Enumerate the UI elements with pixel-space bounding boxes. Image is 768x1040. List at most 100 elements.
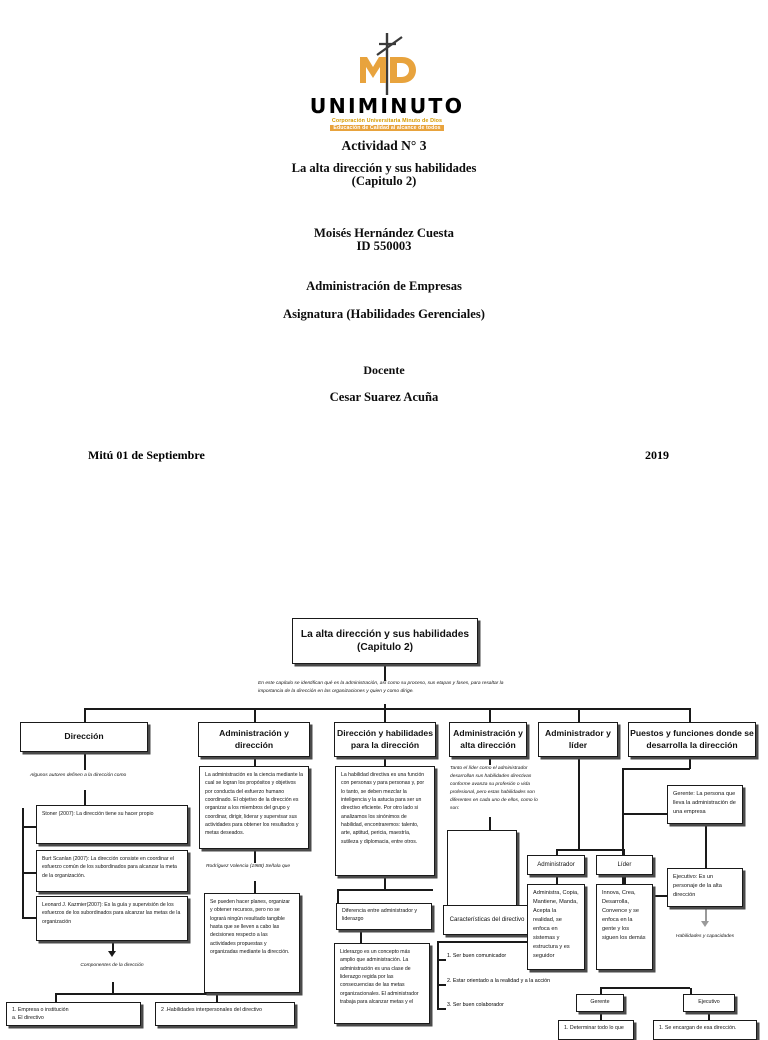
connector: [708, 1012, 710, 1021]
col5-lider-text: Innova, Crea, Desarrolla, Convence y se …: [596, 884, 653, 970]
student-id: ID 550003: [356, 239, 412, 253]
year: 2019: [645, 448, 669, 462]
connector: [384, 876, 386, 890]
connector: [624, 875, 626, 885]
connector: [622, 813, 668, 815]
program-name: Administración de Empresas: [306, 279, 462, 293]
connector-bus: [84, 708, 689, 710]
connector-bus: [600, 987, 690, 989]
col1-item-1: Stoner (2007): La dirección tiene su hac…: [36, 805, 188, 844]
uniminuto-monogram-icon: [332, 33, 442, 95]
connector: [337, 889, 433, 891]
logo-wordmark: UNIMINUTO: [309, 94, 465, 118]
col4-list-item-3: 3. Ser buen colaborador: [447, 1002, 504, 1008]
teacher-label: Docente: [363, 363, 405, 377]
concept-map: La alta dirección y sus habilidades (Cap…: [0, 600, 768, 1040]
col5-gerente-label: Gerente: [576, 994, 624, 1012]
connector: [705, 907, 707, 923]
col3-statement: Liderazgo es un concepto más amplio que …: [334, 943, 430, 1024]
connector: [489, 817, 491, 831]
root-node-line-1: La alta dirección y sus habilidades: [300, 628, 470, 640]
connector: [22, 917, 36, 919]
col5-ejecutivo-label: Ejecutivo: [683, 994, 735, 1012]
connector: [384, 757, 386, 767]
connector: [600, 987, 602, 995]
course-name: Asignatura (Habilidades Gerenciales): [283, 307, 485, 321]
col4-list-item-1: 1. Ser buen comunicador: [447, 953, 507, 959]
connector: [254, 757, 256, 767]
col1-note: Algunos autores definen a la dirección c…: [30, 773, 127, 778]
branch-node-direccion: Dirección: [20, 722, 148, 752]
connector: [578, 757, 580, 850]
logo-tagline-1: Corporación Universitaria Minuto de Dios: [331, 118, 443, 124]
arrow-down-icon: [701, 921, 709, 927]
col6-ejecutivo: Ejecutivo: Es un personaje de la alta di…: [667, 868, 743, 907]
connector: [254, 708, 256, 722]
connector: [600, 1012, 602, 1021]
cover-page: UNIMINUTO Corporación Universitaria Minu…: [88, 33, 669, 462]
col2-statement: Se pueden hacer planes, organizar y obte…: [204, 893, 300, 993]
col1-component-1: 1. Empresa o institución a. El directivo: [6, 1002, 141, 1026]
connector: [254, 881, 256, 894]
col1-item-2: Burt Scanlan (2007): La dirección consis…: [36, 850, 188, 892]
col2-definition: La administración es la ciencia mediante…: [199, 766, 309, 849]
connector: [384, 708, 386, 722]
connector: [689, 708, 691, 722]
connector: [384, 664, 386, 681]
branch-node-puestos-y-funciones: Puestos y funciones donde se desarrolla …: [628, 722, 756, 757]
branch-node-direccion-y-habilidades: Dirección y habilidades para la direcció…: [334, 722, 436, 757]
student-name: Moisés Hernández Cuesta: [314, 226, 454, 240]
col5-administrador-label: Administrador: [527, 855, 585, 875]
branch-label: Dirección y habilidades para la direcció…: [337, 728, 433, 750]
connector: [254, 849, 256, 863]
branch-label: Administrador y líder: [545, 728, 611, 750]
connector: [489, 708, 491, 722]
teacher-name: Cesar Suarez Acuña: [329, 390, 439, 404]
connector: [55, 993, 57, 1003]
branch-label: Puestos y funciones donde se desarrolla …: [630, 728, 754, 750]
branch-node-administrador-y-lider: Administrador y líder: [538, 722, 618, 757]
connector: [705, 824, 707, 870]
col3-subtitle: Diferencia entre administrador y lideraz…: [336, 903, 432, 930]
connector: [337, 889, 339, 904]
connector-bus: [55, 993, 217, 995]
connector: [556, 849, 558, 856]
connector: [360, 930, 362, 944]
col3-definition: La habilidad directiva es una función co…: [335, 766, 435, 876]
branch-label: Administración y dirección: [219, 728, 289, 750]
arrow-down-icon: [108, 951, 116, 957]
connector: [84, 790, 86, 808]
col5-administrador-text: Administra, Copia, Mantiene, Manda, Acep…: [527, 884, 585, 970]
col1-component-2: 2 .Habilidades interpersonales del direc…: [155, 1002, 295, 1026]
connector: [690, 988, 692, 996]
branch-label: Administración y alta dirección: [453, 728, 523, 750]
col2-note: Rodríguez Valencia (1988) Señala que: [206, 864, 291, 869]
col1-components-note: Componentes de la dirección: [80, 963, 144, 968]
document-title-line-2: (Capitulo 2): [351, 174, 417, 188]
col4-subtitle: Características del directivo: [443, 905, 531, 935]
connector: [437, 941, 533, 943]
col6-gerente: Gerente: La persona que lleva la adminis…: [667, 785, 743, 824]
connector: [84, 752, 86, 770]
col5-ejecutivo-item: 1. Se encargan de esa dirección.: [653, 1020, 757, 1040]
connector: [22, 872, 36, 874]
connector: [84, 708, 86, 722]
document-title-line-1: La alta dirección y sus habilidades: [291, 161, 477, 175]
connector: [437, 984, 446, 986]
connector-spine: [22, 808, 24, 918]
connector: [437, 1008, 446, 1010]
connector: [689, 757, 691, 769]
col1-item-3: Leonard J. Kazmier(2007): Es la guía y s…: [36, 896, 188, 941]
col4-list-item-2: 2. Estar orientado a la realidad y a la …: [447, 978, 551, 984]
connector: [384, 704, 386, 709]
activity-title: Actividad N° 3: [341, 138, 427, 153]
connector: [112, 982, 114, 994]
connector-bus: [556, 849, 624, 851]
col6-note: Habilidades y capacidades: [675, 934, 735, 939]
col5-gerente-item: 1. Determinar todo lo que: [558, 1020, 634, 1040]
connector-spine: [437, 941, 439, 1009]
branch-node-administracion-y-direccion: Administración y dirección: [198, 722, 310, 757]
branch-label: Dirección: [64, 731, 104, 742]
connector: [22, 826, 36, 828]
connector: [556, 875, 558, 885]
